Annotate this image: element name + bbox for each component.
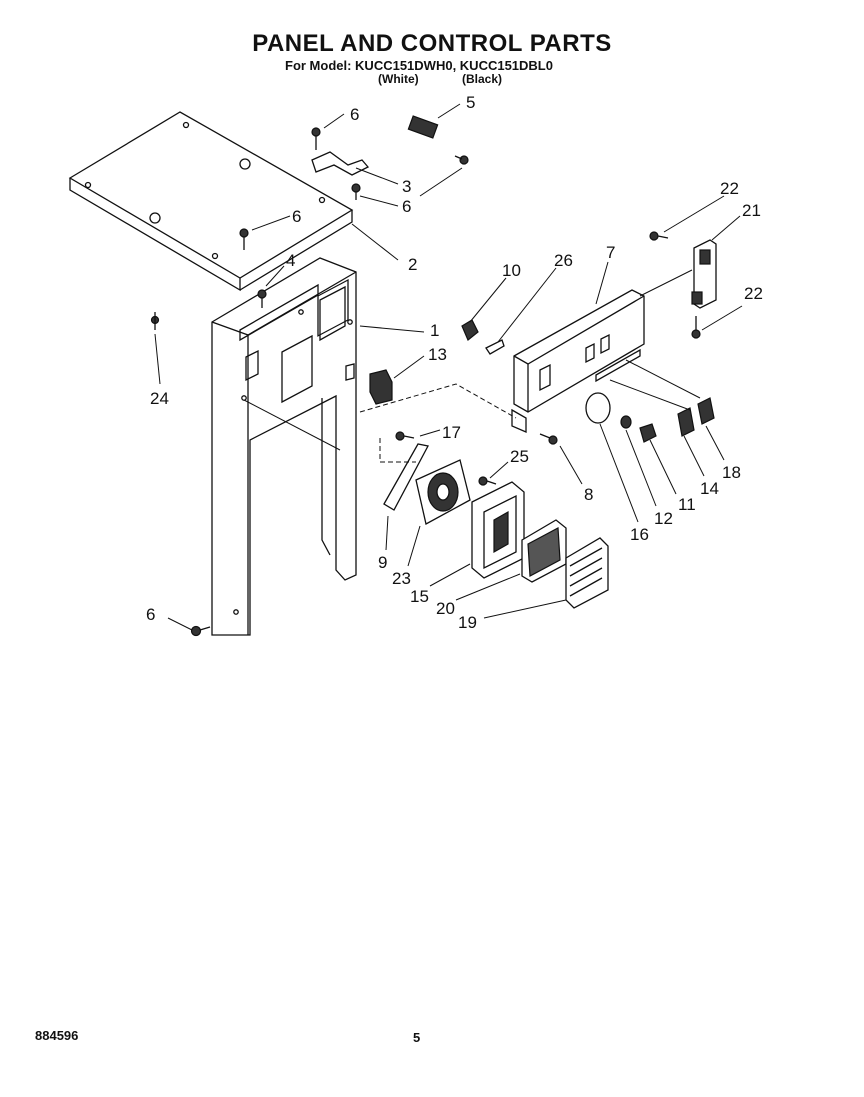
callout-4: 4	[286, 251, 295, 270]
callout-24: 24	[150, 389, 169, 408]
callout-26: 26	[554, 251, 573, 270]
callout-14: 14	[700, 479, 719, 498]
document-number: 884596	[35, 1028, 79, 1043]
switch-bracket	[691, 239, 717, 309]
callout-5: 5	[466, 93, 475, 112]
model-line: For Model: KUCC151DWH0, KUCC151DBL0	[285, 58, 553, 73]
callout-13: 13	[428, 345, 447, 364]
top-cover-plate	[68, 111, 354, 292]
callout-6: 6	[350, 105, 359, 124]
screws	[150, 127, 701, 637]
callout-16: 16	[630, 525, 649, 544]
thermostat-knob-parts	[461, 319, 505, 355]
page-number: 5	[413, 1030, 421, 1045]
callout-17: 17	[442, 423, 461, 442]
callout-25: 25	[510, 447, 529, 466]
callout-labels: 6 5 3 6 6 2 4 1 24 13 17 10 26 7 22 21 2…	[146, 93, 763, 632]
callout-9: 9	[378, 553, 387, 572]
callout-11: 11	[678, 495, 696, 514]
color-white-label: (White)	[378, 72, 419, 86]
push-buttons	[677, 397, 715, 437]
callout-19: 19	[458, 613, 477, 632]
control-knob-set	[585, 392, 657, 443]
callout-15: 15	[410, 587, 429, 606]
assembly-lines	[243, 269, 701, 463]
callout-21: 21	[742, 201, 761, 220]
callout-12: 12	[654, 509, 673, 528]
filter-grille-assembly	[471, 481, 609, 609]
color-black-label: (Black)	[462, 72, 503, 86]
callout-6: 6	[146, 605, 155, 624]
callout-6: 6	[402, 197, 411, 216]
callout-1: 1	[430, 321, 439, 340]
main-panel	[211, 257, 357, 636]
callout-8: 8	[584, 485, 593, 504]
callout-22: 22	[744, 284, 763, 303]
rocker-switch	[345, 363, 393, 405]
callout-10: 10	[502, 261, 521, 280]
callout-23: 23	[392, 569, 411, 588]
wire-clip	[311, 115, 439, 176]
leader-lines	[154, 103, 743, 631]
callout-7: 7	[606, 243, 615, 262]
callout-18: 18	[722, 463, 741, 482]
callout-3: 3	[402, 177, 411, 196]
callout-20: 20	[436, 599, 455, 618]
callout-22: 22	[720, 179, 739, 198]
control-bracket	[511, 289, 645, 433]
page-title: PANEL AND CONTROL PARTS	[252, 30, 612, 57]
callout-2: 2	[408, 255, 417, 274]
fan-assembly	[383, 443, 471, 525]
callout-6: 6	[292, 207, 301, 226]
